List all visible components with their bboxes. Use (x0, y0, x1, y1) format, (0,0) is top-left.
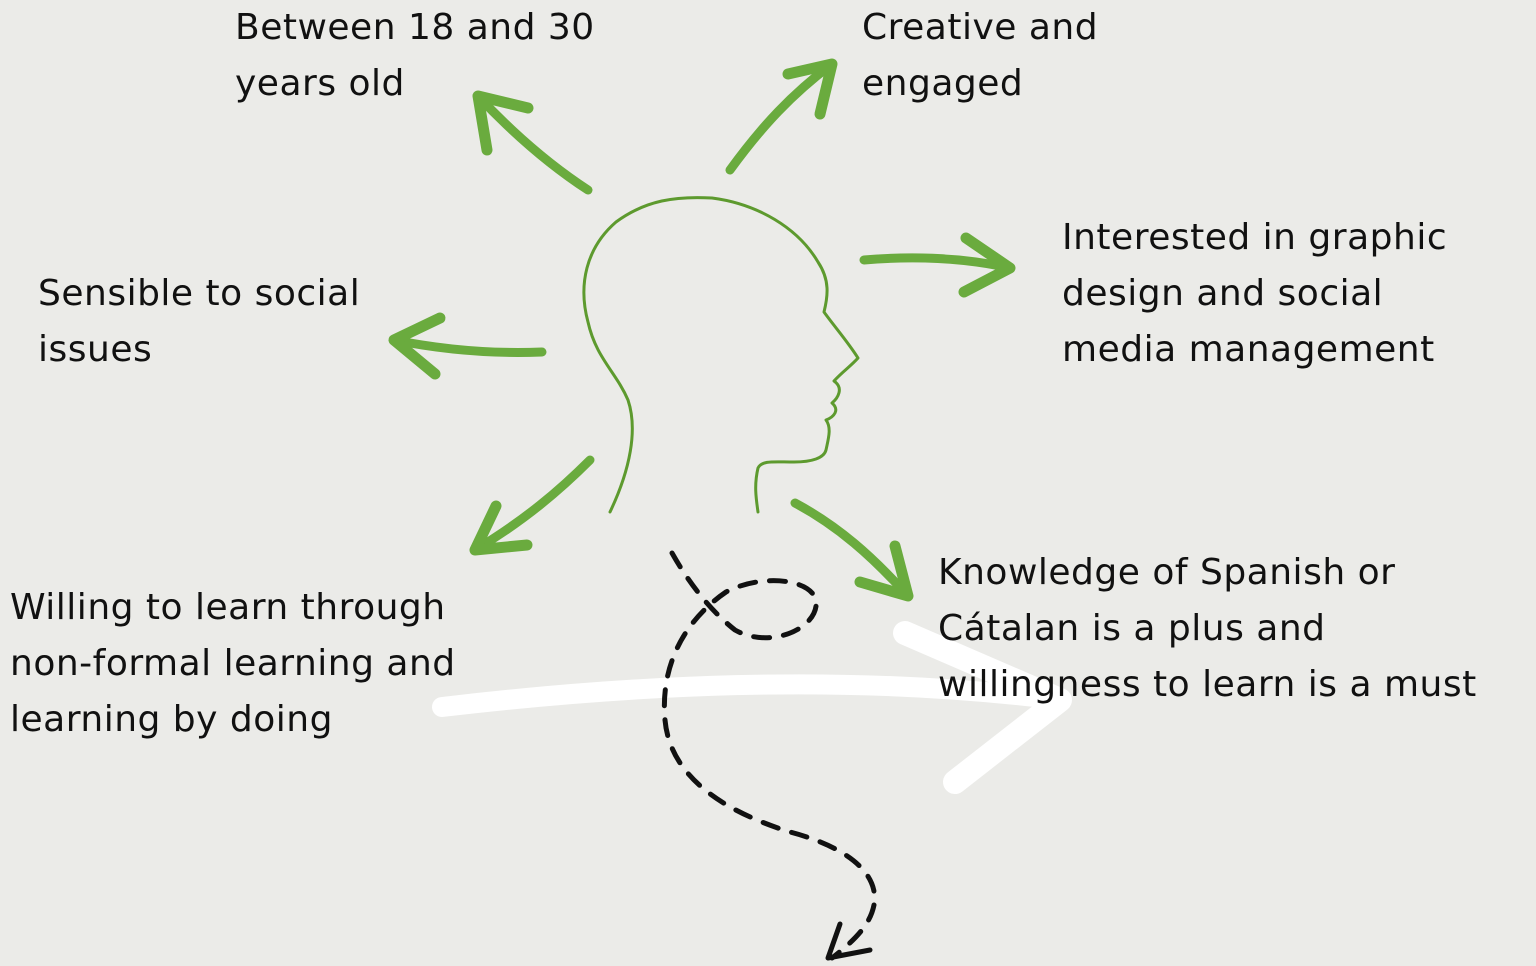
white-arrow-head (893, 621, 1072, 794)
trait-social-issues: Sensible to social issues (38, 266, 360, 378)
head-outline (582, 196, 860, 514)
white-arrow (432, 621, 1072, 794)
trait-age-line-2: years old (235, 63, 405, 104)
trait-languages-line-2: Cátalan is a plus and (938, 608, 1326, 649)
trait-age: Between 18 and 30 years old (235, 0, 595, 112)
trait-graphic-design-line-3: media management (1062, 329, 1435, 370)
arrow-to-age (472, 90, 593, 195)
trait-graphic-design-line-2: design and social (1062, 273, 1384, 314)
trait-social-issues-line-2: issues (38, 329, 153, 370)
trait-languages-line-1: Knowledge of Spanish or (938, 552, 1396, 593)
trait-creative-line-1: Creative and (862, 7, 1099, 48)
dashed-loop-path (661, 550, 878, 961)
arrow-to-graphic-design (859, 232, 1016, 298)
trait-graphic-design: Interested in graphic design and social … (1062, 210, 1447, 378)
trait-non-formal-learning-line-1: Willing to learn through (10, 587, 446, 628)
trait-age-line-1: Between 18 and 30 (235, 7, 595, 48)
trait-non-formal-learning-line-3: learning by doing (10, 699, 333, 740)
trait-creative-line-2: engaged (862, 63, 1024, 104)
trait-creative: Creative and engaged (862, 0, 1098, 112)
arrow-to-non-formal-learning (469, 455, 595, 556)
trait-languages-line-3: willingness to learn is a must (938, 664, 1477, 705)
dashed-arrow-head (825, 921, 873, 961)
trait-social-issues-line-1: Sensible to social (38, 273, 361, 314)
trait-non-formal-learning-line-2: non-formal learning and (10, 643, 456, 684)
arrow-to-social-issues (388, 312, 547, 380)
trait-graphic-design-line-1: Interested in graphic (1062, 217, 1448, 258)
arrow-to-creative (725, 58, 838, 175)
white-arrow-shaft (432, 674, 1070, 717)
trait-languages: Knowledge of Spanish or Cátalan is a plu… (938, 545, 1477, 713)
arrow-to-languages (790, 498, 914, 602)
trait-non-formal-learning: Willing to learn through non-formal lear… (10, 580, 456, 748)
dashed-loop-arrow (661, 550, 878, 961)
green-arrows (388, 58, 1016, 602)
